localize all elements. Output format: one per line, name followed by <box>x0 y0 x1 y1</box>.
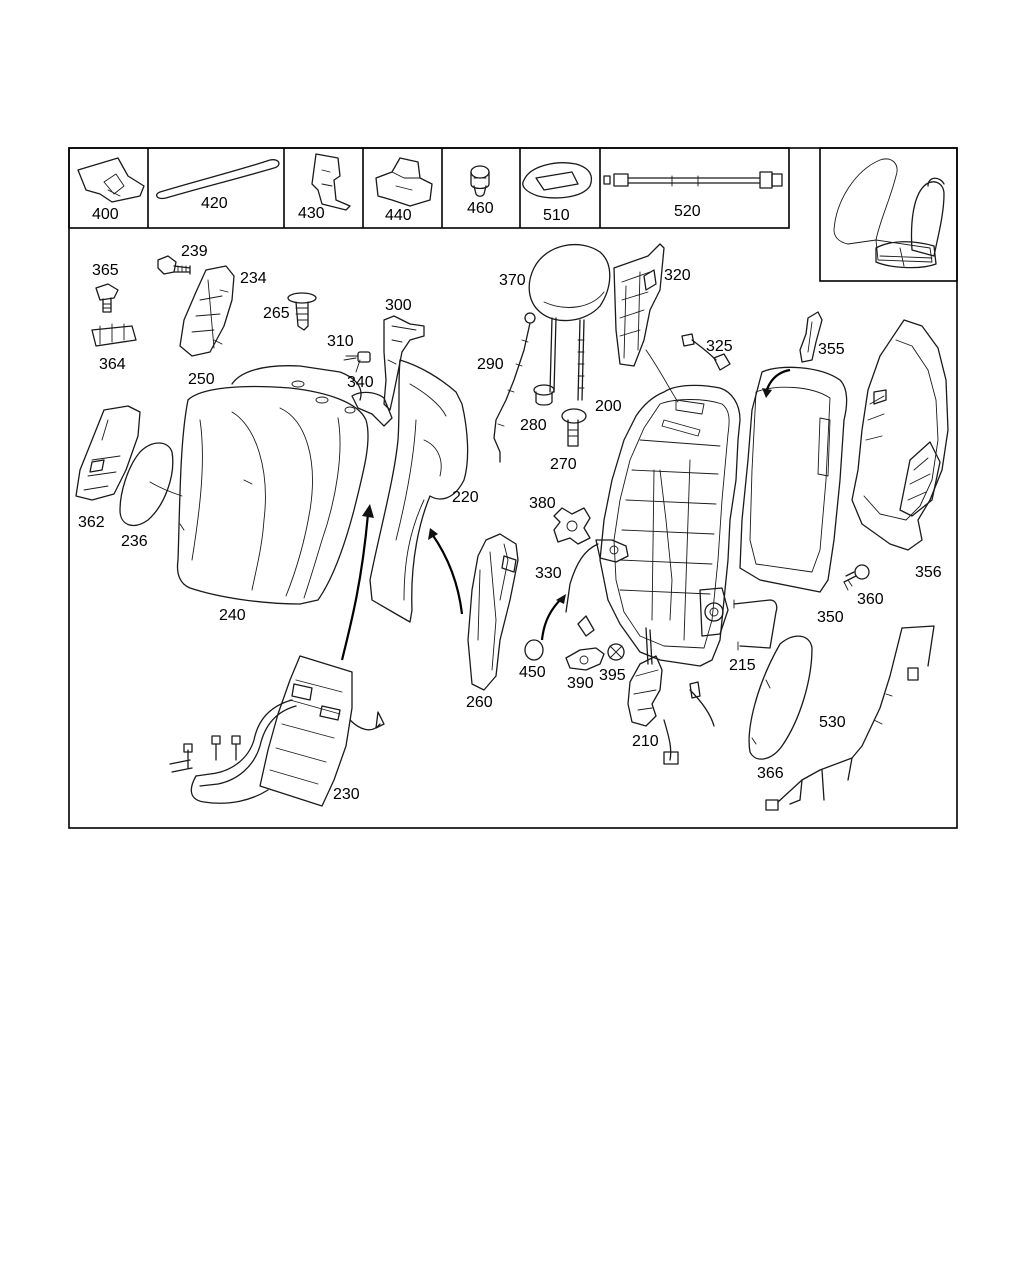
label-366: 366 <box>757 765 784 782</box>
part-360-screw <box>843 564 870 591</box>
label-450: 450 <box>519 664 546 681</box>
part-440-bracket <box>375 157 433 207</box>
part-265-clip <box>287 292 317 331</box>
part-355-strip <box>799 311 823 363</box>
part-210-motor <box>627 627 715 765</box>
label-420: 420 <box>201 195 228 212</box>
label-200: 200 <box>595 398 622 415</box>
label-362: 362 <box>78 514 105 531</box>
label-310: 310 <box>327 333 354 350</box>
part-365-bolt <box>95 283 119 313</box>
part-350-back-panel <box>739 366 848 593</box>
label-300: 300 <box>385 297 412 314</box>
label-234: 234 <box>240 270 267 287</box>
label-365: 365 <box>92 262 119 279</box>
part-330-cable <box>565 539 629 613</box>
label-265: 265 <box>263 305 290 322</box>
part-240-backrest <box>176 385 369 605</box>
label-364: 364 <box>99 356 126 373</box>
label-270: 270 <box>550 456 577 473</box>
part-260-side-trim <box>467 533 519 691</box>
label-330: 330 <box>535 565 562 582</box>
part-364-connector <box>91 323 137 347</box>
part-510-cover <box>522 162 593 199</box>
label-320: 320 <box>664 267 691 284</box>
label-250: 250 <box>188 371 215 388</box>
part-450-cap <box>524 639 544 661</box>
part-236-lumbar-pad <box>119 442 183 527</box>
part-380-knob <box>553 507 591 545</box>
part-labels: 400 420 430 440 460 510 520 365 239 234 … <box>78 195 942 803</box>
label-350: 350 <box>817 609 844 626</box>
label-215: 215 <box>729 657 756 674</box>
label-530: 530 <box>819 714 846 731</box>
label-460: 460 <box>467 200 494 217</box>
part-400-clip <box>77 157 145 203</box>
part-370-headrest <box>528 244 611 401</box>
part-280-button <box>533 384 555 406</box>
label-390: 390 <box>567 675 594 692</box>
parts-strip-dividers <box>147 148 601 228</box>
part-250-backrest-cover <box>231 365 362 414</box>
part-356-side-panel <box>851 319 949 551</box>
label-400: 400 <box>92 206 119 223</box>
part-239-bolt <box>157 255 191 275</box>
label-239: 239 <box>181 243 208 260</box>
part-460-grommet <box>470 165 490 197</box>
part-520-cable <box>603 171 783 189</box>
part-230-heater-mat <box>169 655 385 807</box>
part-362-side-panel <box>75 405 141 501</box>
part-270-guide <box>561 408 587 447</box>
leader-lines <box>343 349 679 403</box>
label-210: 210 <box>632 733 659 750</box>
part-340-lever <box>351 391 393 427</box>
label-220: 220 <box>452 489 479 506</box>
seat-thumbnail-box <box>819 147 958 282</box>
label-355: 355 <box>818 341 845 358</box>
label-236: 236 <box>121 533 148 550</box>
label-356: 356 <box>915 564 942 581</box>
part-325-connector <box>681 333 731 371</box>
label-380: 380 <box>529 495 556 512</box>
label-260: 260 <box>466 694 493 711</box>
part-430-bracket <box>311 153 351 211</box>
part-530-harness <box>765 625 935 811</box>
part-234-panel <box>179 265 235 357</box>
part-366-side-pad <box>748 635 813 760</box>
label-290: 290 <box>477 356 504 373</box>
label-440: 440 <box>385 207 412 224</box>
part-200-backrest-frame <box>599 384 741 667</box>
label-395: 395 <box>599 667 626 684</box>
label-280: 280 <box>520 417 547 434</box>
part-395-gear <box>607 643 625 661</box>
part-290-cable <box>493 312 536 463</box>
label-430: 430 <box>298 205 325 222</box>
part-390-bracket <box>565 615 605 671</box>
label-370: 370 <box>499 272 526 289</box>
label-240: 240 <box>219 607 246 624</box>
part-310-bushing <box>345 351 371 363</box>
part-215-rod <box>733 599 778 651</box>
label-230: 230 <box>333 786 360 803</box>
label-510: 510 <box>543 207 570 224</box>
arrows <box>340 368 791 661</box>
label-340: 340 <box>347 374 374 391</box>
label-520: 520 <box>674 203 701 220</box>
part-300-handle <box>383 315 425 411</box>
label-360: 360 <box>857 591 884 608</box>
seat-thumbnail <box>833 158 945 269</box>
part-320-rail <box>613 243 665 367</box>
parts-strip <box>68 147 790 229</box>
label-325: 325 <box>706 338 733 355</box>
part-220-shell <box>369 359 469 623</box>
part-420-rod <box>156 159 280 200</box>
